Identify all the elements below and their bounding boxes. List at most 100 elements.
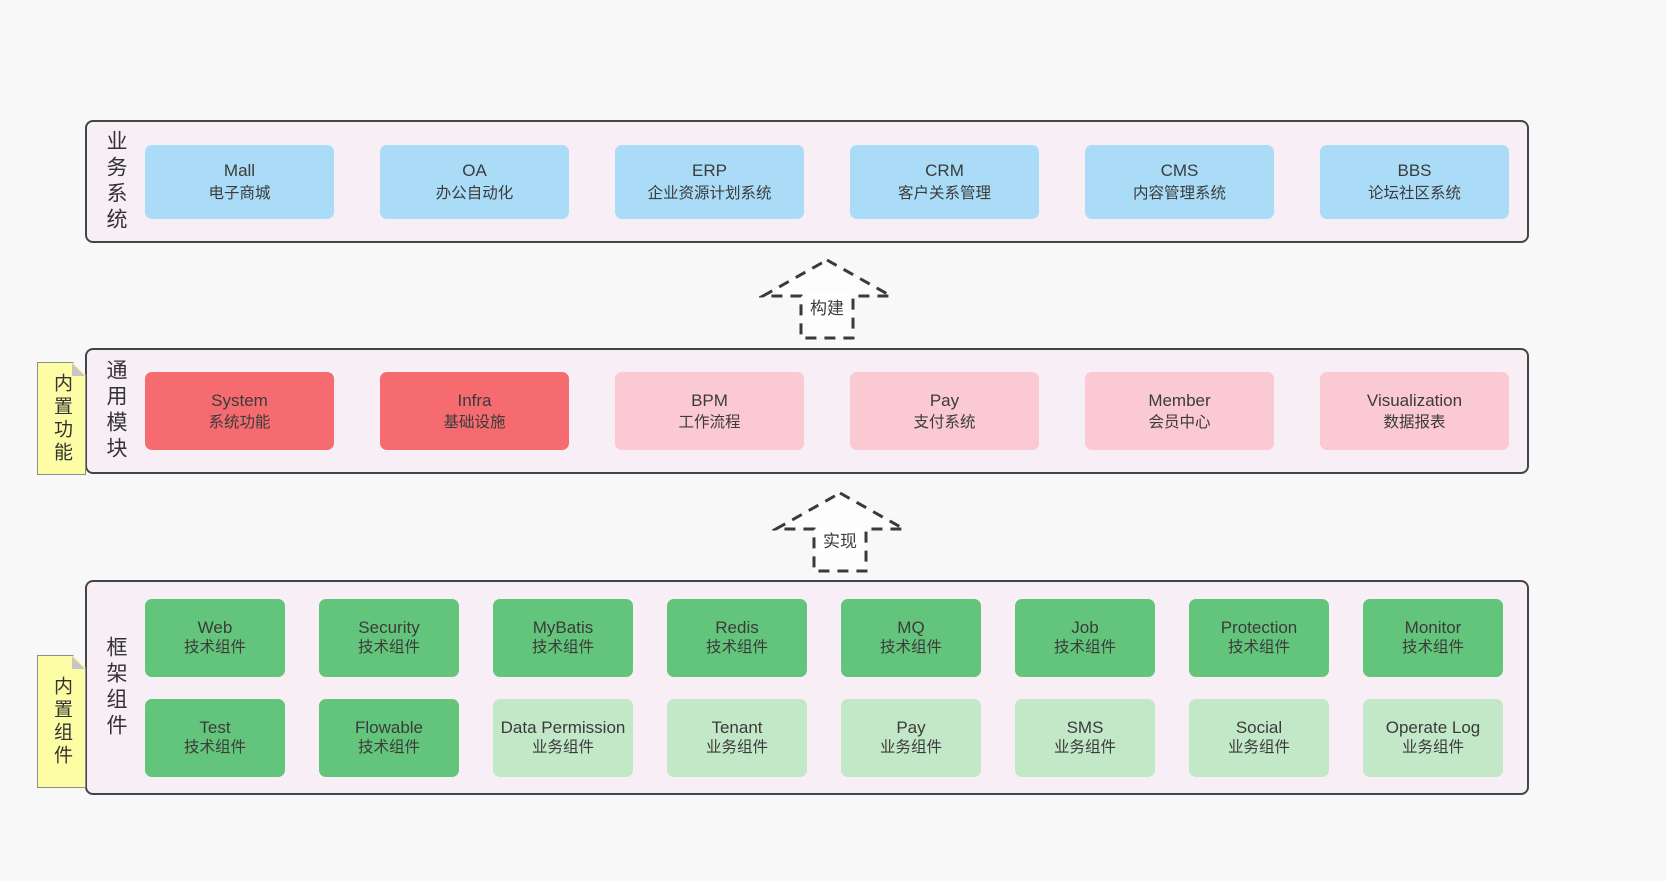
box-operate-log: Operate Log 业务组件 [1363, 698, 1503, 777]
box-pay: Pay 支付系统 [850, 372, 1039, 450]
box-subtitle: 支付系统 [913, 414, 976, 432]
arrow-implement-label: 实现 [819, 527, 861, 552]
sticky-note-builtin-components: 内置组件 [37, 655, 86, 788]
box-subtitle: 技术组件 [705, 639, 768, 657]
arrow-build: 构建 [759, 256, 895, 342]
box-subtitle: 技术组件 [1053, 639, 1116, 657]
box-title: Infra [457, 390, 492, 410]
box-title: System [211, 390, 268, 410]
box-subtitle: 数据报表 [1383, 414, 1446, 432]
box-pay-biz: Pay 业务组件 [841, 698, 981, 777]
box-title: SMS [1066, 717, 1104, 737]
box-title: Member [1148, 390, 1211, 410]
box-title: CRM [925, 161, 964, 181]
box-subtitle: 业务组件 [1227, 739, 1290, 757]
box-subtitle: 论坛社区系统 [1367, 184, 1461, 202]
box-subtitle: 技术组件 [1401, 639, 1464, 657]
box-bbs: BBS 论坛社区系统 [1320, 144, 1509, 219]
folded-corner-icon [72, 656, 85, 669]
arrow-implement: 实现 [772, 489, 908, 575]
box-bpm: BPM 工作流程 [615, 372, 804, 450]
folded-corner-icon [72, 363, 85, 376]
box-subtitle: 企业资源计划系统 [647, 184, 772, 202]
box-title: BBS [1397, 161, 1432, 181]
box-title: Pay [929, 390, 960, 410]
box-cms: CMS 内容管理系统 [1085, 144, 1274, 219]
framework-row-2: Test 技术组件 Flowable 技术组件 Data Permission … [145, 698, 1503, 777]
box-subtitle: 业务组件 [705, 739, 768, 757]
band-business-systems: 业务系统 Mall 电子商城 OA 办公自动化 ERP 企业资源计划系统 CRM… [85, 120, 1529, 243]
box-subtitle: 技术组件 [357, 639, 420, 657]
box-subtitle: 技术组件 [183, 639, 246, 657]
box-flowable: Flowable 技术组件 [319, 698, 459, 777]
box-subtitle: 业务组件 [531, 739, 594, 757]
box-mall: Mall 电子商城 [145, 144, 334, 219]
band-framework-components: 框架组件 Web 技术组件 Security 技术组件 MyBatis 技术组件… [85, 580, 1529, 795]
box-subtitle: 办公自动化 [435, 184, 514, 202]
box-title: MyBatis [532, 617, 594, 637]
box-infra: Infra 基础设施 [380, 372, 569, 450]
box-title: Redis [715, 617, 759, 637]
box-subtitle: 技术组件 [183, 739, 246, 757]
box-subtitle: 电子商城 [208, 184, 271, 202]
box-subtitle: 业务组件 [879, 739, 942, 757]
box-protection: Protection 技术组件 [1189, 598, 1329, 677]
box-title: Operate Log [1385, 717, 1481, 737]
common-modules-boxes: System 系统功能 Infra 基础设施 BPM 工作流程 Pay 支付系统… [143, 350, 1527, 472]
band-label-framework-components: 框架组件 [104, 635, 127, 740]
box-redis: Redis 技术组件 [667, 598, 807, 677]
box-title: MQ [897, 617, 925, 637]
box-title: Visualization [1366, 390, 1463, 410]
box-subtitle: 技术组件 [1227, 639, 1290, 657]
box-oa: OA 办公自动化 [380, 144, 569, 219]
box-job: Job 技术组件 [1015, 598, 1155, 677]
box-subtitle: 技术组件 [531, 639, 594, 657]
box-title: Job [1071, 617, 1099, 637]
business-systems-boxes: Mall 电子商城 OA 办公自动化 ERP 企业资源计划系统 CRM 客户关系… [143, 122, 1527, 241]
box-tenant: Tenant 业务组件 [667, 698, 807, 777]
box-title: Tenant [711, 717, 763, 737]
box-visualization: Visualization 数据报表 [1320, 372, 1509, 450]
box-title: Social [1235, 717, 1283, 737]
box-social: Social 业务组件 [1189, 698, 1329, 777]
box-member: Member 会员中心 [1085, 372, 1274, 450]
box-title: CMS [1160, 161, 1199, 181]
box-web: Web 技术组件 [145, 598, 285, 677]
box-test: Test 技术组件 [145, 698, 285, 777]
sticky-note-builtin-features: 内置功能 [37, 362, 86, 475]
box-system: System 系统功能 [145, 372, 334, 450]
box-title: Mall [223, 161, 256, 181]
box-subtitle: 客户关系管理 [897, 184, 991, 202]
box-subtitle: 基础设施 [443, 414, 506, 432]
box-subtitle: 技术组件 [879, 639, 942, 657]
box-title: Protection [1220, 617, 1298, 637]
box-mybatis: MyBatis 技术组件 [493, 598, 633, 677]
sticky-label: 内置组件 [51, 675, 72, 768]
box-crm: CRM 客户关系管理 [850, 144, 1039, 219]
framework-row-1: Web 技术组件 Security 技术组件 MyBatis 技术组件 Redi… [145, 598, 1503, 677]
box-subtitle: 业务组件 [1053, 739, 1116, 757]
band-label-business-systems: 业务系统 [104, 129, 127, 234]
box-erp: ERP 企业资源计划系统 [615, 144, 804, 219]
box-title: Test [199, 717, 231, 737]
box-subtitle: 会员中心 [1148, 414, 1211, 432]
box-title: Web [197, 617, 233, 637]
box-title: Monitor [1404, 617, 1462, 637]
box-title: OA [462, 161, 487, 181]
box-security: Security 技术组件 [319, 598, 459, 677]
box-subtitle: 工作流程 [678, 414, 741, 432]
sticky-label: 内置功能 [51, 372, 72, 465]
box-subtitle: 业务组件 [1401, 739, 1464, 757]
box-mq: MQ 技术组件 [841, 598, 981, 677]
box-data-permission: Data Permission 业务组件 [493, 698, 633, 777]
box-subtitle: 内容管理系统 [1132, 184, 1226, 202]
box-monitor: Monitor 技术组件 [1363, 598, 1503, 677]
box-title: BPM [691, 390, 728, 410]
box-sms: SMS 业务组件 [1015, 698, 1155, 777]
box-title: Pay [896, 717, 926, 737]
band-label-common-modules: 通用模块 [104, 359, 127, 463]
band-common-modules: 通用模块 System 系统功能 Infra 基础设施 BPM 工作流程 Pay… [85, 348, 1529, 474]
box-title: Data Permission [500, 717, 626, 737]
box-title: Flowable [354, 717, 424, 737]
arrow-build-label: 构建 [806, 294, 848, 319]
